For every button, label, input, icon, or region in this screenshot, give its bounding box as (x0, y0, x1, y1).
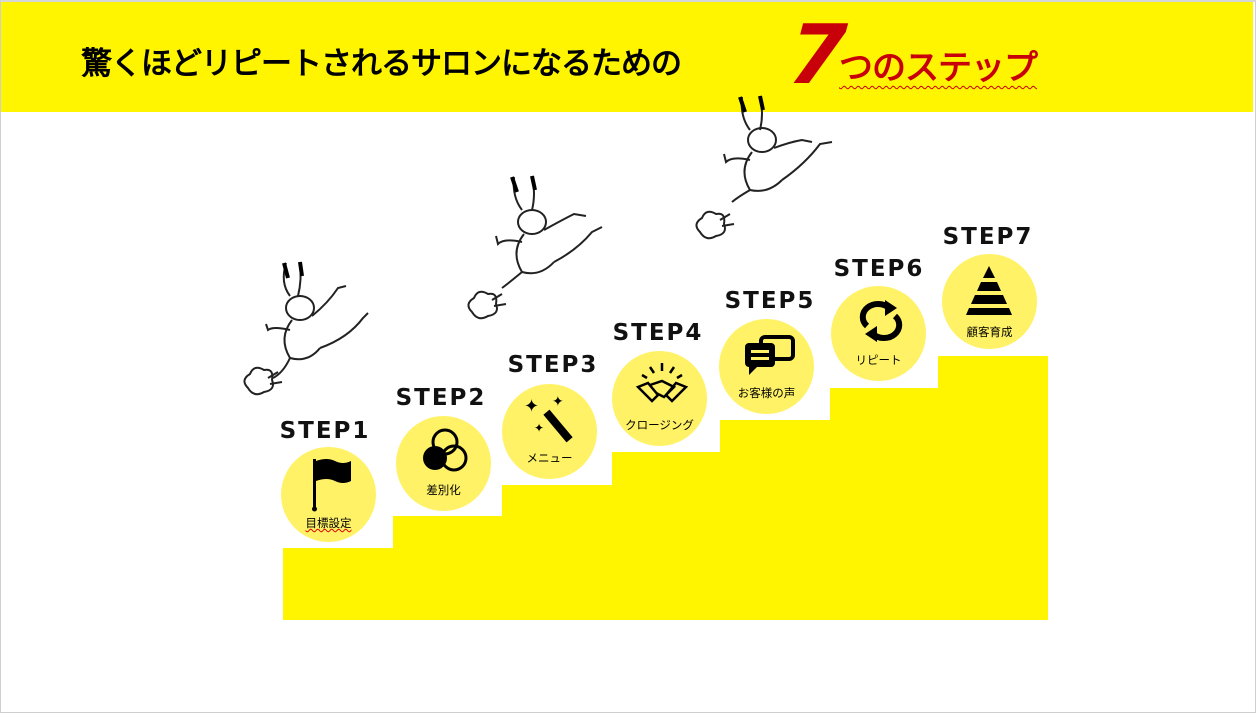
step-caption: お客様の声 (737, 386, 796, 400)
handshake-icon (635, 363, 689, 403)
step-5-circle: お客様の声 (719, 319, 814, 414)
svg-text:✦: ✦ (552, 394, 564, 410)
step-caption: 差別化 (426, 483, 461, 497)
step-label: STEP4 (612, 320, 704, 346)
title-main: 驚くほどリピートされるサロンになるための (81, 46, 682, 82)
step-label: STEP6 (833, 256, 925, 282)
title-suffix: つのステップ (839, 48, 1038, 88)
stair-7 (938, 356, 1048, 620)
magic-wand-icon: ✦ ✦ ✦ (524, 394, 573, 443)
step-caption: クロージング (625, 418, 694, 432)
stair-1 (283, 548, 393, 620)
svg-text:✦: ✦ (524, 396, 539, 417)
repeat-icon (859, 300, 903, 342)
rabbit-illustration (467, 175, 603, 320)
rabbit-illustration (695, 95, 833, 240)
rabbit-illustration (243, 261, 369, 396)
flag-icon (312, 459, 351, 512)
step-7-circle: 顧客育成 (942, 254, 1037, 349)
stair-3 (502, 485, 613, 620)
step-label: STEP2 (395, 385, 487, 411)
step-2-circle: 差別化 (396, 416, 491, 511)
step-caption: 目標設定 (305, 516, 352, 530)
speech-bubbles-icon (745, 335, 795, 375)
step-label: STEP1 (279, 418, 371, 444)
step-3-circle: ✦ ✦ ✦ メニュー (502, 384, 597, 479)
svg-text:✦: ✦ (534, 421, 544, 435)
step-4-circle: クロージング (612, 351, 707, 446)
stair-4 (612, 452, 721, 620)
pyramid-icon (966, 266, 1012, 315)
step-6-circle: リピート (831, 286, 926, 381)
stair-5 (720, 420, 831, 620)
stair-6 (830, 388, 939, 620)
venn-diagram-icon (423, 428, 468, 472)
step-caption: メニュー (526, 451, 573, 465)
step-1-circle: 目標設定 (281, 447, 376, 542)
step-label: STEP7 (942, 224, 1034, 250)
step-caption: リピート (855, 353, 902, 367)
title-banner: 驚くほどリピートされるサロンになるための 7 つのステップ (1, 2, 1253, 112)
step-label: STEP5 (724, 288, 816, 314)
step-caption: 顧客育成 (966, 325, 1013, 339)
step-label: STEP3 (507, 352, 599, 378)
stair-2 (393, 516, 503, 620)
